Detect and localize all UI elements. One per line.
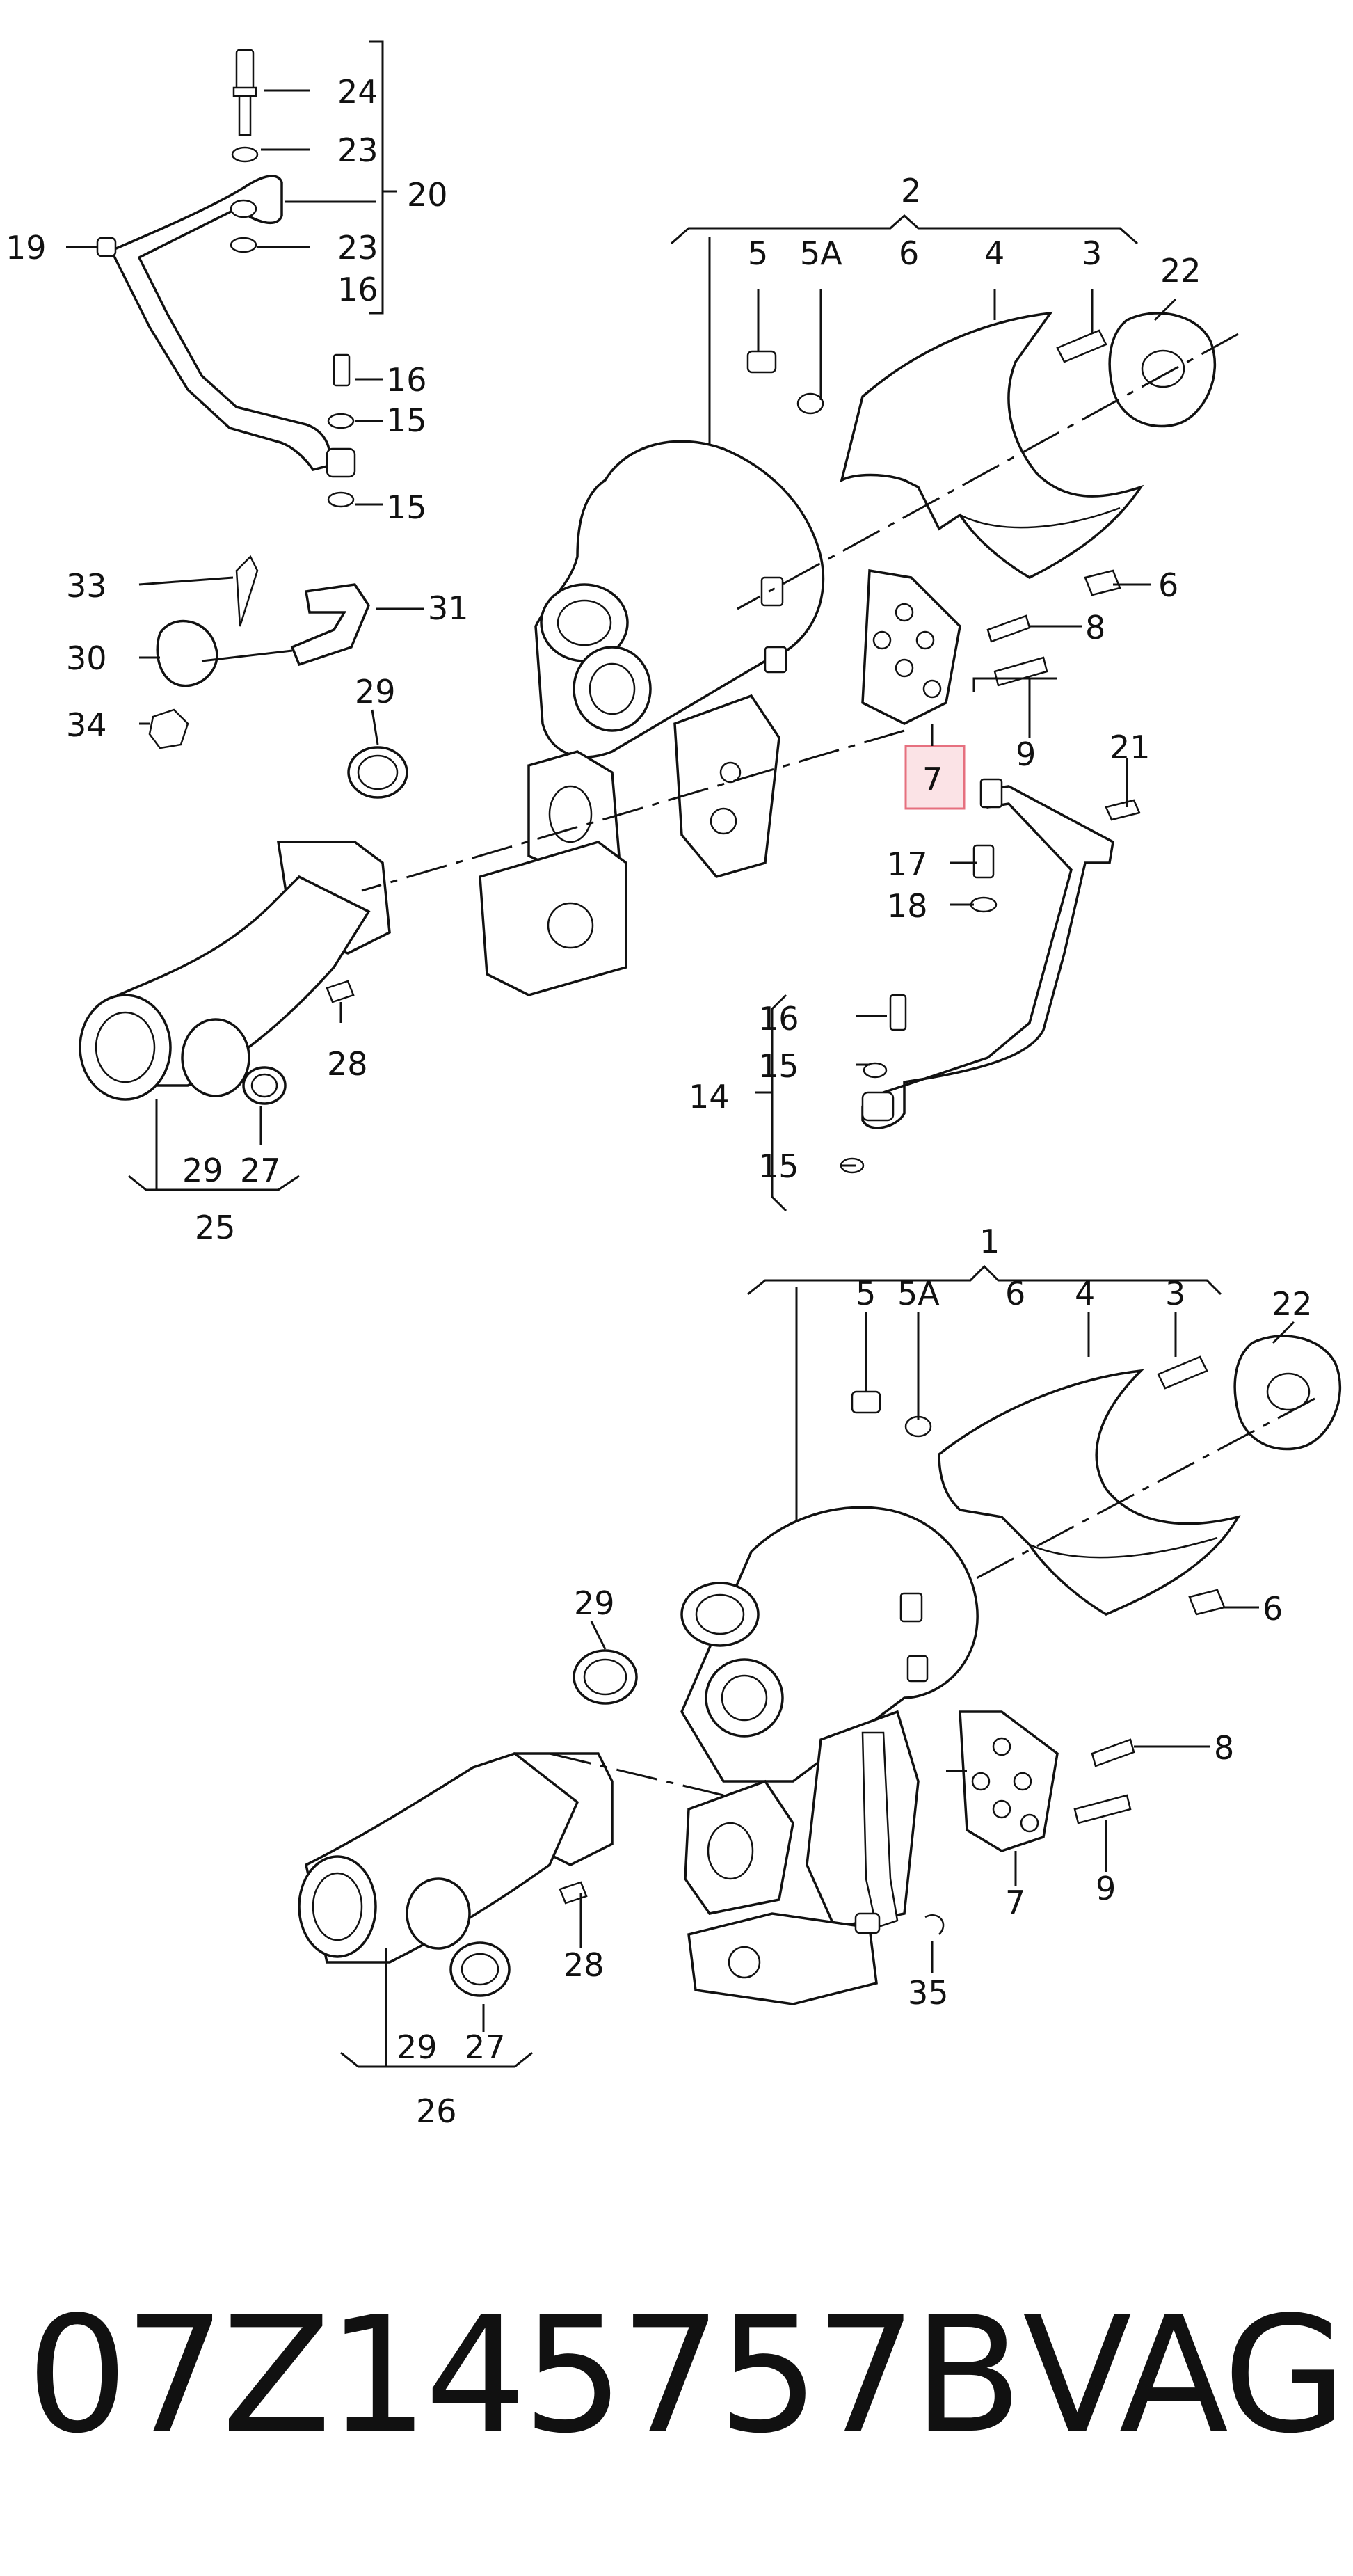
callout-20: 20	[407, 176, 448, 214]
brand-name: VAG	[1023, 2283, 1347, 2469]
callout-1: 1	[979, 1223, 1000, 1260]
callout-8: 8	[1085, 609, 1105, 646]
callout-8: 8	[1214, 1729, 1234, 1767]
bracket-assembly-30-31[interactable]	[148, 555, 370, 749]
callout-23: 23	[337, 132, 378, 169]
callout-25: 25	[195, 1209, 236, 1246]
callout-6: 6	[1005, 1275, 1025, 1312]
callout-5: 5	[856, 1275, 876, 1312]
callout-5A: 5A	[897, 1275, 940, 1312]
callout-15: 15	[758, 1147, 799, 1185]
callout-3: 3	[1165, 1275, 1185, 1312]
callout-27: 27	[465, 2028, 506, 2066]
callout-29: 29	[182, 1152, 223, 1189]
callout-5A: 5A	[800, 234, 842, 272]
stud-3-top[interactable]	[1056, 329, 1107, 363]
nut-6-bottom[interactable]	[1188, 1589, 1226, 1616]
callout-15: 15	[386, 401, 427, 439]
callout-18: 18	[887, 887, 928, 925]
oil-feed-line-assembly-20[interactable]	[66, 40, 397, 508]
exploded-parts-diagram: 24 23 20 19 23 16 16 15 15 2 5 5A 6 4 3 …	[6, 40, 1342, 2130]
callout-21: 21	[1110, 729, 1151, 766]
callout-15: 15	[758, 1047, 799, 1085]
callout-14: 14	[689, 1078, 730, 1115]
callout-6: 6	[1263, 1590, 1283, 1628]
part-number: 07Z145757B	[26, 2283, 1023, 2469]
callout-27: 27	[240, 1152, 281, 1189]
callout-29: 29	[574, 1584, 615, 1622]
turbocharger-assembly-2[interactable]	[479, 214, 1138, 996]
callout-30: 30	[66, 639, 107, 677]
heat-shield-4-bottom[interactable]	[938, 1369, 1241, 1616]
nut-6-top[interactable]	[1084, 569, 1121, 596]
callout-7: 7	[1005, 1884, 1025, 1921]
callout-26: 26	[416, 2092, 457, 2130]
bolt-5-bottom[interactable]	[851, 1390, 881, 1414]
callout-16: 16	[337, 271, 378, 308]
bolt-5-top[interactable]	[746, 350, 777, 374]
clip-35[interactable]	[924, 1914, 945, 1935]
callout-6: 6	[899, 234, 919, 272]
gasket-7-bottom[interactable]	[959, 1710, 1059, 1852]
callout-28: 28	[327, 1045, 368, 1083]
callout-2: 2	[901, 172, 921, 209]
callout-23: 23	[337, 229, 378, 267]
callout-15: 15	[386, 488, 427, 526]
leader-lines	[138, 289, 1295, 1973]
callout-33: 33	[66, 567, 107, 605]
callout-4: 4	[1075, 1275, 1095, 1312]
callout-16: 16	[758, 1000, 799, 1037]
callout-5: 5	[748, 234, 768, 272]
charge-air-pipe-25[interactable]	[79, 746, 408, 1105]
callout-9: 9	[1016, 736, 1036, 773]
highlighted-callout-box	[904, 745, 966, 810]
callout-31: 31	[428, 589, 469, 627]
callout-7: 7	[922, 761, 943, 798]
stud-3-bottom[interactable]	[1157, 1355, 1208, 1390]
turbocharger-assembly-1[interactable]	[680, 1264, 1222, 2005]
callout-17: 17	[887, 845, 928, 883]
callout-9: 9	[1096, 1870, 1116, 1907]
bolt-8-bottom[interactable]	[1091, 1738, 1135, 1767]
callout-16: 16	[386, 361, 427, 399]
callout-29: 29	[397, 2028, 438, 2066]
bolt-9-top[interactable]	[993, 656, 1048, 687]
bolt-9-bottom[interactable]	[1073, 1794, 1132, 1824]
gasket-7-top[interactable]	[861, 569, 961, 725]
callout-3: 3	[1082, 234, 1102, 272]
callout-34: 34	[66, 706, 107, 744]
callout-22: 22	[1160, 252, 1201, 289]
callout-19: 19	[6, 229, 47, 267]
callout-4: 4	[984, 234, 1004, 272]
washer-5A-bottom[interactable]	[904, 1415, 932, 1438]
callout-28: 28	[563, 1946, 605, 1984]
charge-air-pipe-26[interactable]	[298, 1649, 638, 1997]
heat-shield-4-top[interactable]	[840, 311, 1144, 579]
callout-35: 35	[908, 1974, 949, 2012]
callout-22: 22	[1272, 1285, 1313, 1323]
callout-29: 29	[355, 673, 396, 710]
bolt-8-top[interactable]	[986, 614, 1031, 643]
washer-5A-top[interactable]	[796, 392, 824, 415]
callout-6: 6	[1158, 566, 1178, 604]
callout-24: 24	[337, 73, 378, 111]
oil-return-line-14[interactable]	[840, 778, 1141, 1174]
callout-labels: 24 23 20 19 23 16 16 15 15 2 5 5A 6 4 3 …	[6, 73, 1313, 2130]
